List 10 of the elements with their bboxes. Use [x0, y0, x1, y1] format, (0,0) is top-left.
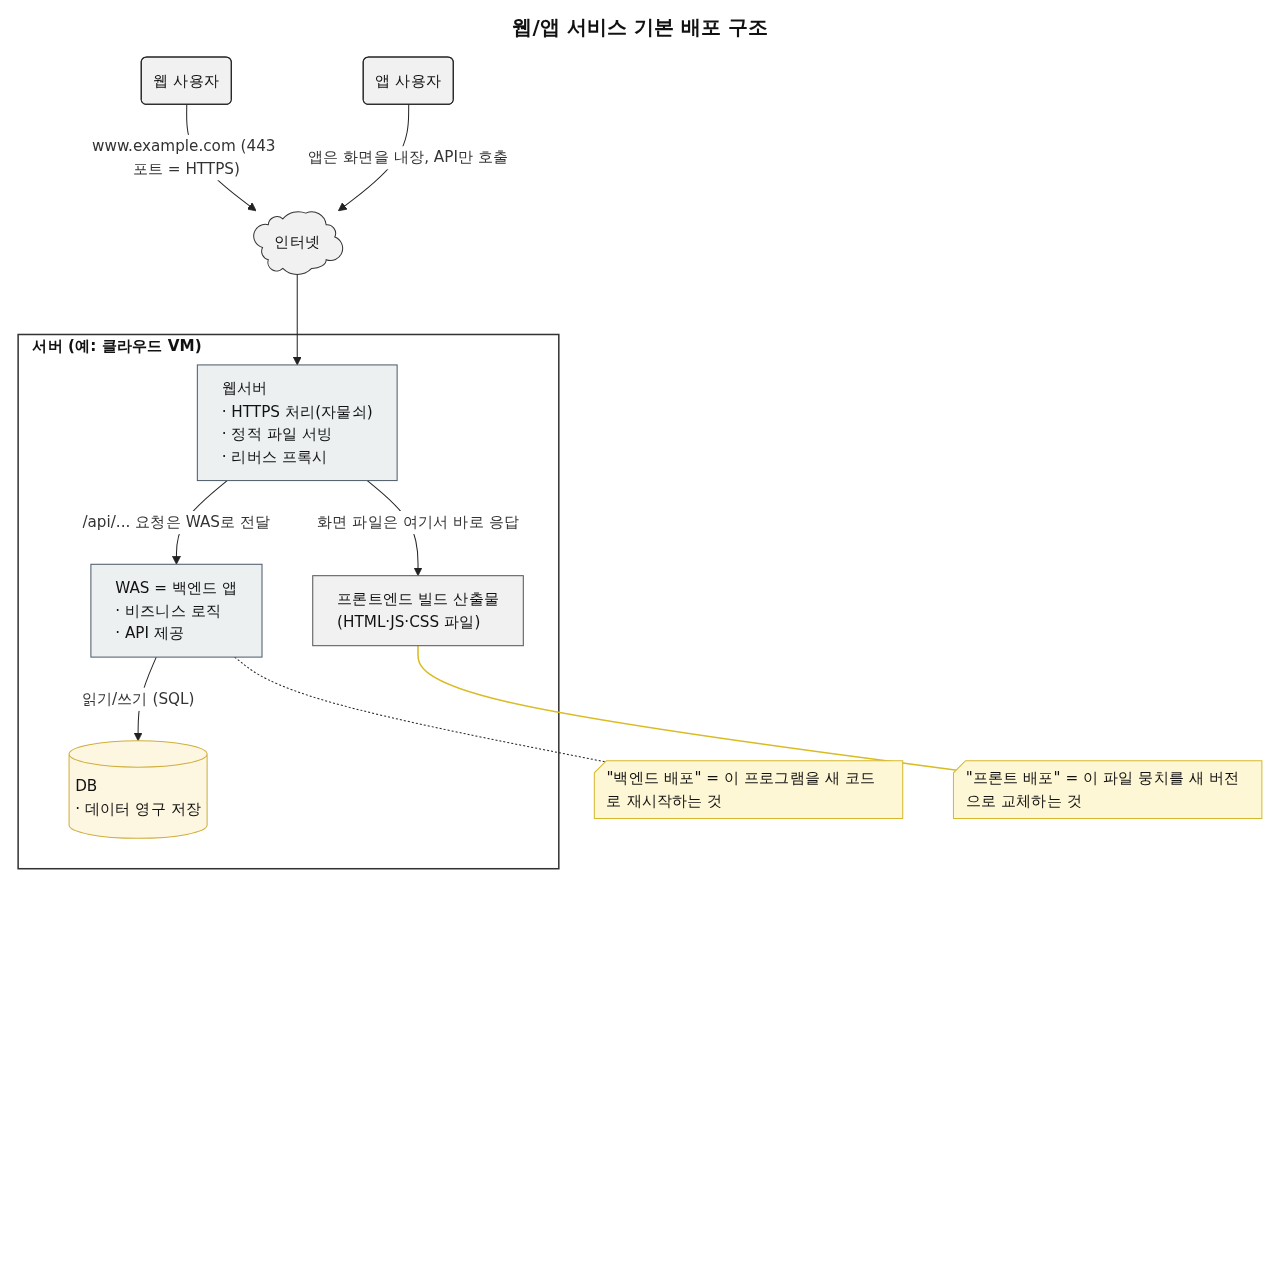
edge-label: 앱은 화면을 내장, API만 호출 [307, 148, 509, 167]
node-box: WAS = 백엔드 앱 · 비즈니스 로직 · API 제공 [90, 563, 263, 658]
edge-label: 읽기/쓰기 (SQL) [81, 689, 195, 708]
edge-label: /api/... 요청은 WAS로 전달 [82, 513, 271, 532]
edge-label: www.example.com (443 포트 = HTTPS) [92, 136, 276, 178]
arrow [292, 273, 302, 366]
node-box: 프론트엔드 빌드 산출물 (HTML·JS·CSS 파일) [312, 575, 524, 647]
diagram-title: 웹/앱 서비스 기본 배포 구조 [512, 14, 768, 41]
edge-label: 화면 파일은 여기서 바로 응답 [317, 513, 519, 532]
node-box: 웹서버 · HTTPS 처리(자물쇠) · 정적 파일 서빙 · 리버스 프록시 [196, 364, 398, 482]
